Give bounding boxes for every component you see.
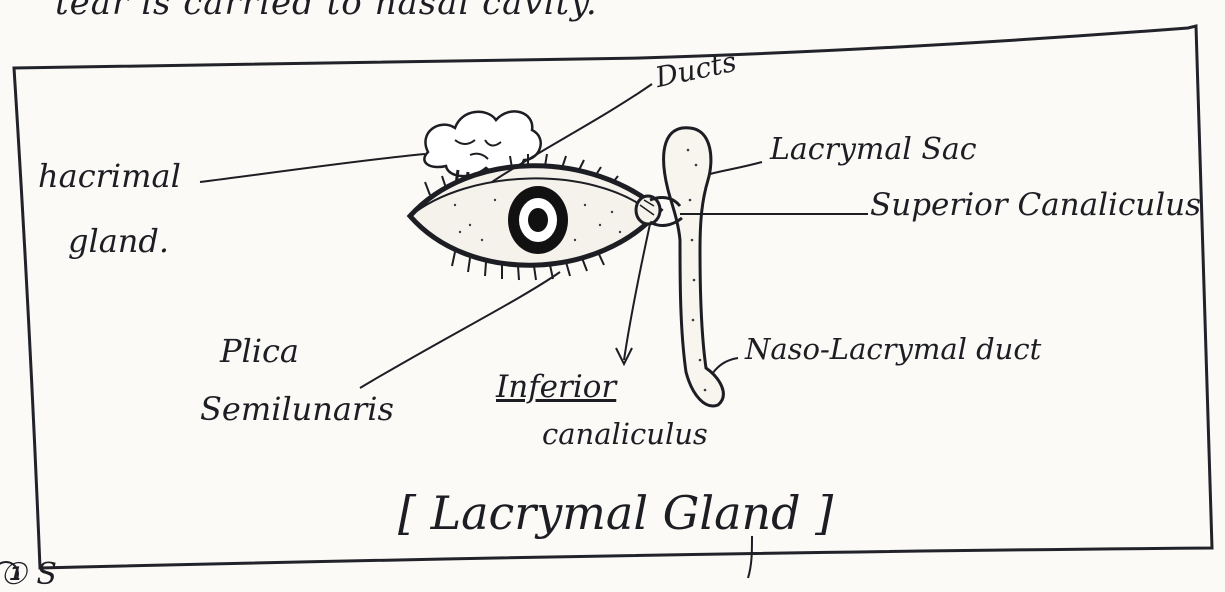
diagram-page: tear is carried to nasal cavity. hacrima… [0,0,1225,580]
lacrymal-sac-and-duct [664,128,724,406]
pupil [528,208,548,232]
label-plica-line1: Plica [220,335,299,367]
label-naso-lacrymal-duct: Naso-Lacrymal duct [745,335,1041,364]
label-superior-canaliculus: Superior Canaliculus [870,190,1201,221]
next-item-fragment: ① S [0,560,57,590]
label-plica-line2: Semilunaris [200,393,394,425]
label-lacrymal-sac: Lacrymal Sac [770,135,977,165]
diagram-caption: [ Lacrymal Gland ] [398,490,833,536]
label-lacrymal-gland-line2: gland. [68,225,169,257]
header-text: tear is carried to nasal cavity. [55,0,598,20]
label-inferior-line1: Inferior [496,372,616,403]
label-lacrymal-gland-line1: hacrimal [38,160,181,192]
label-inferior-line2: canaliculus [542,420,708,449]
